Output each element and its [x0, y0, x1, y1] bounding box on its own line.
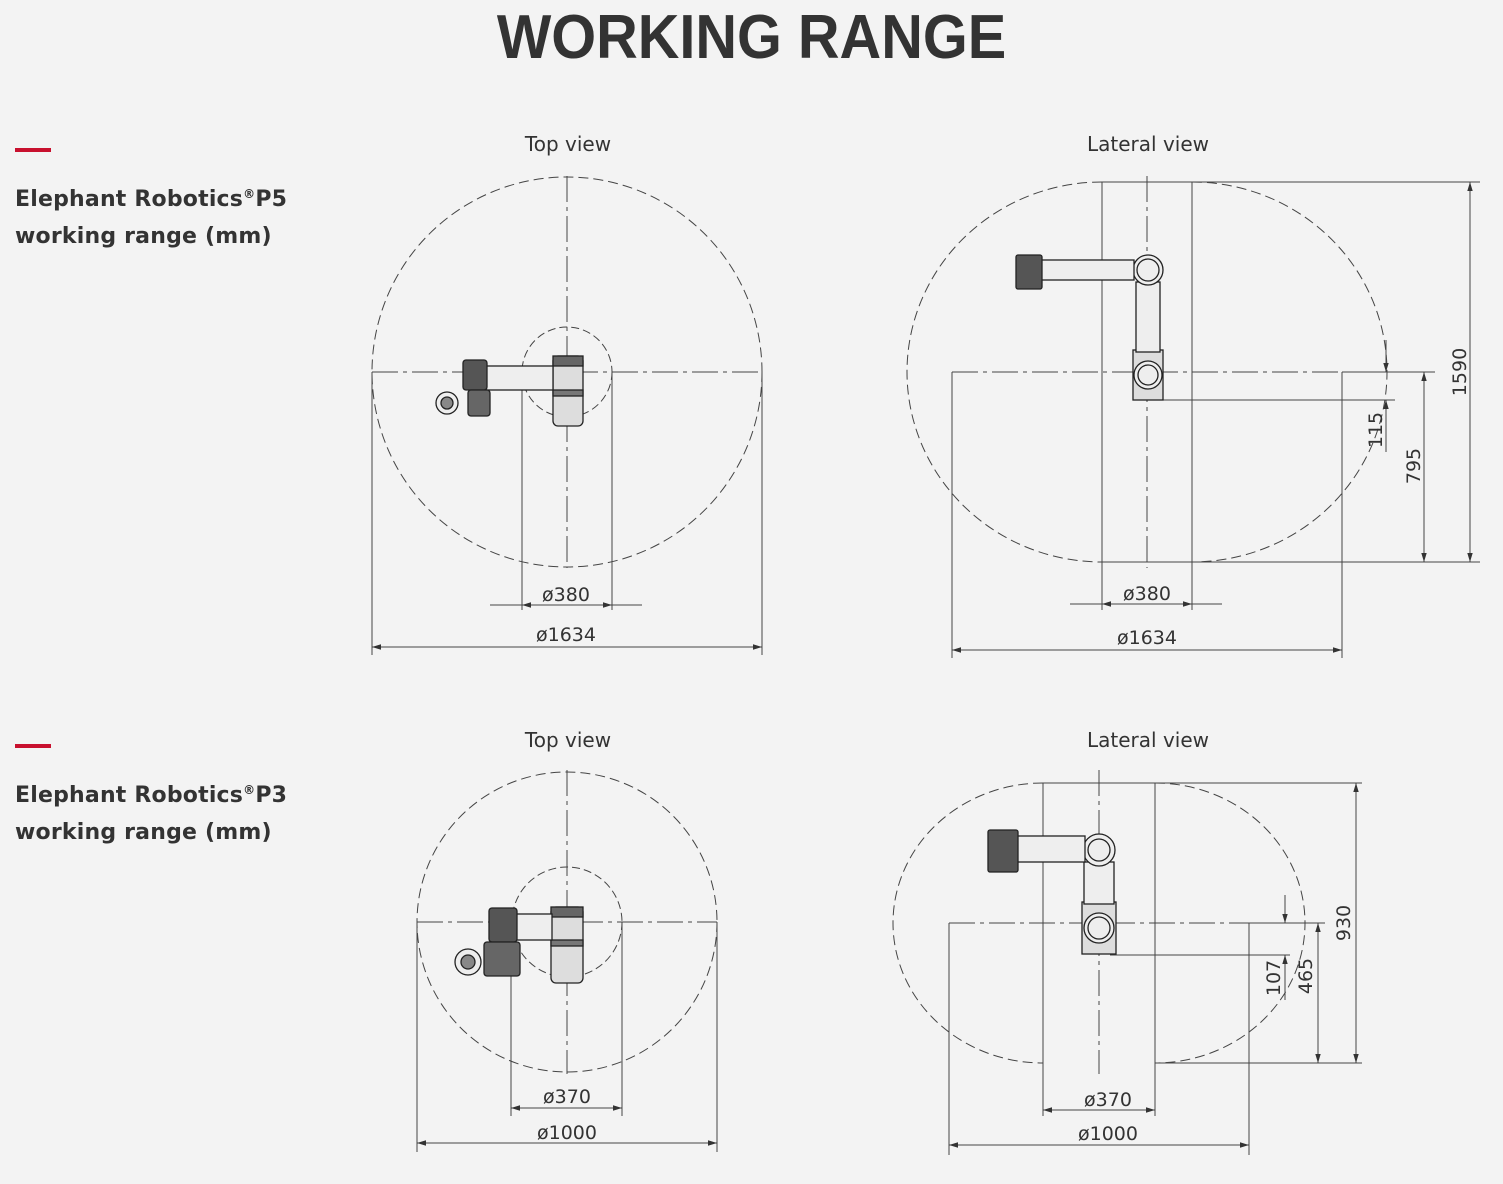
heading-line2: working range (mm)	[15, 224, 272, 249]
diameter-symbol-icon: ø	[536, 624, 548, 646]
dim-label-small: 107	[1263, 960, 1285, 996]
p5-top-outer-diameter-label: ø1634	[536, 624, 596, 646]
p3-lateral-inner-diameter-label: ø370	[1084, 1089, 1132, 1111]
accent-bar	[15, 148, 51, 152]
section-label-p5: Elephant Robotics®P5 working range (mm)	[15, 148, 315, 255]
page-title: WORKING RANGE	[496, 3, 1007, 72]
diameter-symbol-icon: ø	[1123, 583, 1135, 605]
dim-label-total: 930	[1333, 905, 1355, 941]
robot-arm-top-icon	[435, 355, 584, 427]
top-view-title: Top view	[524, 132, 612, 156]
accent-bar	[15, 744, 51, 748]
top-view-title: Top view	[524, 728, 612, 752]
diameter-symbol-icon: ø	[543, 1086, 555, 1108]
model-name: P5	[255, 187, 288, 212]
heading-line2: working range (mm)	[15, 820, 272, 845]
range-arc-left	[892, 782, 1044, 1064]
lateral-view-title: Lateral view	[1087, 132, 1209, 156]
p3-top-view-diagram	[416, 770, 718, 1152]
dim-label-mid: 465	[1295, 958, 1317, 994]
model-name: P3	[255, 783, 288, 808]
p5-lateral-outer-diameter-label: ø1634	[1117, 627, 1177, 649]
p5-lateral-view-diagram	[906, 176, 1480, 658]
diameter-symbol-icon: ø	[1117, 627, 1129, 649]
model-heading: Elephant Robotics®P3 working range (mm)	[15, 772, 315, 851]
brand-name: Elephant Robotics	[15, 783, 244, 808]
robot-arm-lateral-icon	[987, 829, 1117, 955]
robot-arm-top-icon	[454, 906, 584, 984]
brand-name: Elephant Robotics	[15, 187, 244, 212]
p3-lateral-outer-diameter-label: ø1000	[1078, 1123, 1138, 1145]
p3-lateral-view-diagram	[892, 770, 1362, 1155]
dim-label-mid: 795	[1403, 448, 1425, 484]
diameter-symbol-icon: ø	[537, 1122, 549, 1144]
robot-arm-lateral-icon	[1015, 254, 1164, 401]
p3-top-inner-diameter-label: ø370	[543, 1086, 591, 1108]
range-arc-left	[906, 181, 1103, 563]
registered-mark: ®	[243, 187, 256, 201]
diameter-symbol-icon: ø	[542, 584, 554, 606]
p5-top-view-diagram	[371, 176, 763, 655]
p5-lateral-inner-diameter-label: ø380	[1123, 583, 1171, 605]
section-label-p3: Elephant Robotics®P3 working range (mm)	[15, 744, 315, 851]
diameter-symbol-icon: ø	[1084, 1089, 1096, 1111]
p3-top-outer-diameter-label: ø1000	[537, 1122, 597, 1144]
model-heading: Elephant Robotics®P5 working range (mm)	[15, 176, 315, 255]
dim-label-small: 115	[1365, 412, 1387, 448]
diameter-symbol-icon: ø	[1078, 1123, 1090, 1145]
dim-label-total: 1590	[1449, 348, 1471, 396]
lateral-view-title: Lateral view	[1087, 728, 1209, 752]
p5-top-inner-diameter-label: ø380	[542, 584, 590, 606]
registered-mark: ®	[243, 783, 256, 797]
